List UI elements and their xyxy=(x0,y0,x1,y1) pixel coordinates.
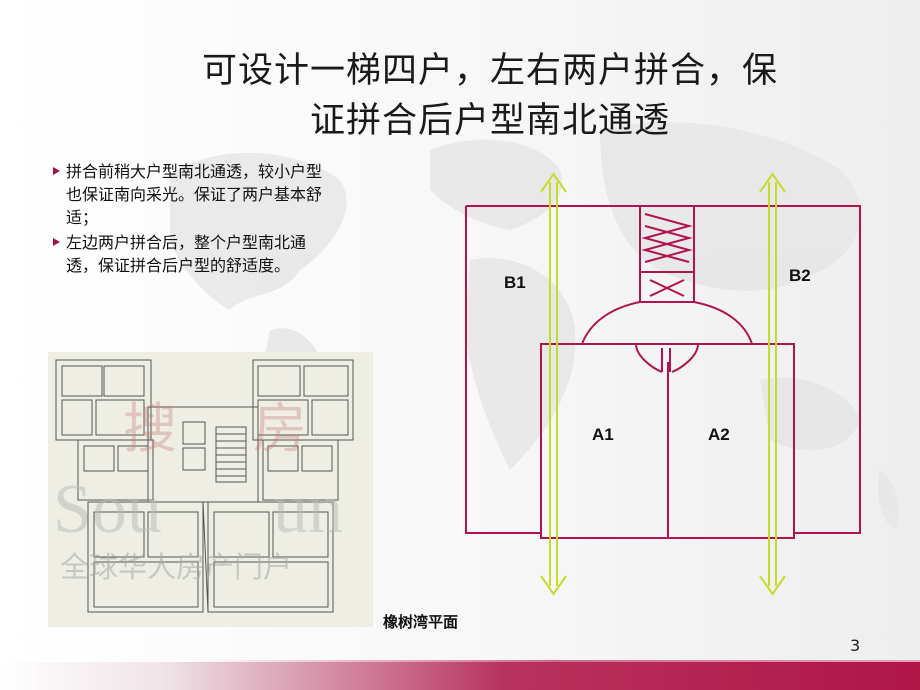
bullet-item: 左边两户拼合后，整个户型南北通透，保证拼合后户型的舒适度。 xyxy=(52,231,322,277)
door-right xyxy=(671,343,699,373)
b1-outline xyxy=(465,206,541,534)
bullet-item: 拼合前稍大户型南北通透，较小户型也保证南向采光。保证了两户基本舒适； xyxy=(52,160,322,229)
bullet-text: 左边两户拼合后，整个户型南北通透，保证拼合后户型的舒适度。 xyxy=(66,233,307,275)
floorplan-watermark-text: 全球华人房产门户 xyxy=(60,550,292,584)
unit-label-a1: A1 xyxy=(592,425,614,444)
lobby-right-curve xyxy=(693,301,754,345)
page-number: 3 xyxy=(850,636,861,655)
svg-text:搜: 搜 xyxy=(123,397,177,460)
title-line-1: 可设计一梯四户，左右两户拼合，保 xyxy=(201,51,778,91)
unit-label-b2: B2 xyxy=(789,266,811,285)
unit-label-b1: B1 xyxy=(504,273,526,292)
lobby-left-curve xyxy=(580,301,641,345)
right-arrow-head-up xyxy=(759,172,786,193)
triangle-bullet-icon xyxy=(53,238,60,246)
footer-gradient-bar xyxy=(0,660,920,690)
right-arrow-head-down xyxy=(759,575,786,596)
floor-plan-image: 搜 房 Sou un 全球华人房产门户 xyxy=(48,352,373,627)
title-line-2: 证拼合后户型南北通透 xyxy=(309,101,670,141)
diagram-drawing xyxy=(465,172,861,596)
floor-plan-caption: 橡树湾平面 xyxy=(383,613,459,631)
svg-text:房: 房 xyxy=(253,397,307,460)
door-left xyxy=(635,343,663,373)
bullet-list: 拼合前稍大户型南北通透，较小户型也保证南向采光。保证了两户基本舒适； 左边两户拼… xyxy=(52,160,322,279)
slide-title: 可设计一梯四户，左右两户拼合，保 证拼合后户型南北通透 xyxy=(110,46,870,146)
stair-zigzag xyxy=(641,213,693,263)
floor-plan-drawing: 搜 房 Sou un 全球华人房产门户 xyxy=(48,352,373,627)
triangle-bullet-icon xyxy=(53,167,60,175)
left-arrow-head-up xyxy=(540,172,567,193)
unit-combination-diagram: B1 B2 A1 A2 xyxy=(440,168,890,608)
svg-text:un: un xyxy=(273,471,343,548)
svg-text:Sou: Sou xyxy=(53,471,162,548)
left-arrow-head-down xyxy=(540,575,567,596)
ventilation-arrows xyxy=(540,172,786,596)
unit-label-a2: A2 xyxy=(708,425,730,444)
bullet-text: 拼合前稍大户型南北通透，较小户型也保证南向采光。保证了两户基本舒适； xyxy=(66,162,323,227)
